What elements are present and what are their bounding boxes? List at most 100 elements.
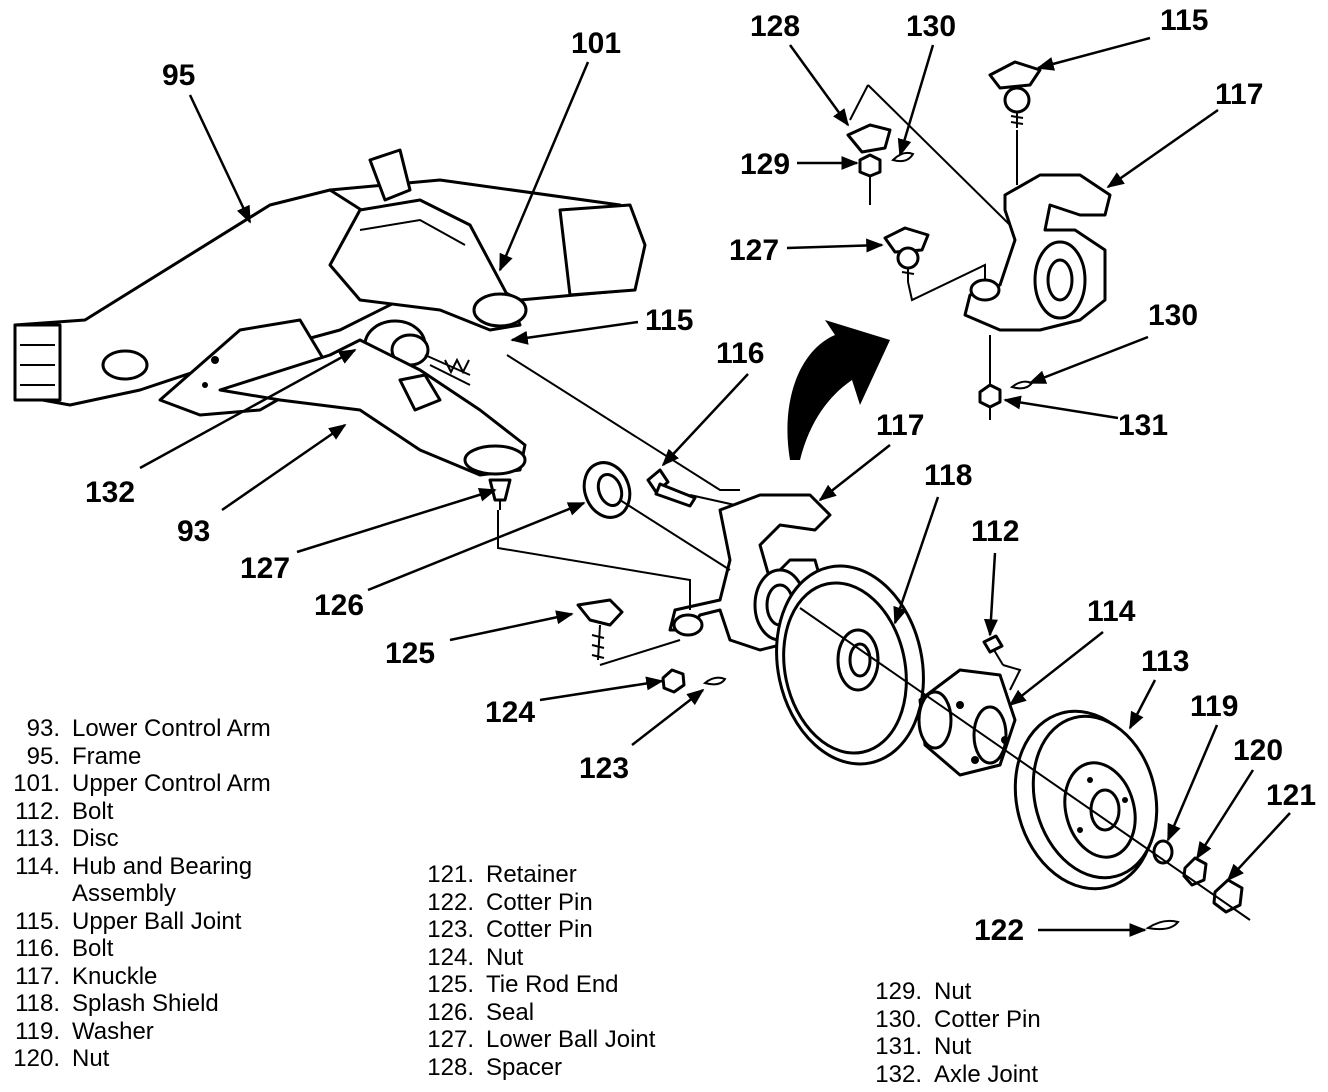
legend-item-label: Retainer [486,861,577,888]
legend-item: 118.Splash Shield [2,990,271,1018]
legend-item-number: 114. [15,852,60,880]
legend-item: Assembly [2,880,271,908]
legend-item-number: 127. [427,1026,474,1053]
legend-item-label: Cotter Pin [934,1005,1041,1033]
callout-132: 132 [85,476,135,509]
legend-item-number: 125. [427,971,474,998]
legend-item: 115. Upper Ball Joint [2,908,271,936]
legend-item-number: 130. [875,1005,922,1033]
legend-item: 95. Frame [2,743,271,771]
callout-127: 127 [240,552,290,585]
legend-item-number: 119. [15,1017,60,1045]
legend-item: 121. Retainer [422,861,655,889]
callout-123: 123 [579,752,629,785]
legend-item: 132. Axle Joint [870,1061,1041,1089]
legend-item-number: 120. [13,1045,60,1072]
hub-bearing-part [917,668,1017,777]
legend-item: 131. Nut [870,1033,1041,1061]
callout-116: 116 [716,337,764,370]
callout-126: 126 [314,589,364,622]
callout-122: 122 [974,914,1024,947]
legend-item-label: Disc [72,825,119,852]
legend-item-number: 115. [15,907,60,935]
legend-item-number: 121. [427,861,474,888]
upper-ball-joint-top-part [988,60,1042,128]
leader-lines [139,36,1291,937]
legend-item-number: 101. [13,770,60,797]
bolt-112-part [982,634,1004,666]
callout-129: 129 [740,148,790,181]
legend-item-number: 124. [427,943,474,971]
legend-item-number: 93. [26,715,60,742]
cotter-pin-123-part [702,676,727,686]
legend-item: 122.Cotter Pin [422,889,655,917]
legend-item: 129.Nut [870,978,1041,1006]
callout-128: 128 [750,10,800,43]
callout-101: 101 [571,27,621,60]
legend-item-label: Upper Ball Joint [72,907,242,935]
upper-control-arm-part [328,198,528,332]
callout-118: 118 [924,459,972,492]
legend-item: 128.Spacer [422,1054,655,1082]
callout-125: 125 [385,637,435,670]
lower-control-arm-part [218,338,527,477]
legend-item: 101. Upper Control Arm [2,770,271,798]
legend-item: 120. Nut [2,1045,271,1073]
legend-item-number: 95. [26,742,60,770]
legend-item-number: 123. [427,916,474,943]
retainer-part [1212,878,1244,914]
legend-item: 112. Bolt [2,798,271,826]
callout-121: 121 [1266,779,1316,812]
legend-item: 130. Cotter Pin [870,1005,1041,1034]
legend-item-label: Washer [72,1017,154,1045]
knuckle-upper-part [963,173,1112,332]
legend-item-label: Cotter Pin [486,916,593,943]
rotation-arrow-icon [787,320,890,460]
legend-item-number: 112. [15,797,60,825]
splash-shield-part [775,564,925,766]
legend-item-number: 118. [15,990,60,1017]
callout-130: 130 [906,10,956,43]
legend-item-label: Frame [72,742,142,770]
callout-95: 95 [162,59,195,92]
callout-117: 117 [876,409,924,442]
legend-item-number: 117. [15,962,60,990]
legend-item: 126.Seal [422,999,655,1027]
nut-131-part [978,383,1002,409]
nut-124-part [661,668,686,694]
callout-113: 113 [1141,645,1189,678]
legend-item-label: Nut [72,1045,110,1072]
legend-item-label: Tie Rod End [486,971,619,998]
legend-item-label: Upper Control Arm [72,770,271,797]
cotter-pin-130b-part [1009,380,1034,390]
legend-item-number: 113. [15,825,60,852]
legend-item-number: 131. [875,1033,922,1060]
legend-item-label: Axle Joint [934,1060,1039,1088]
seal-part [582,461,632,519]
nut-129-part [858,153,882,178]
legend-item: 93.Lower Control Arm [2,715,271,743]
legend-item-label: Nut [934,1033,972,1060]
callout-114: 114 [1087,595,1136,628]
legend-item: 119. Washer [2,1018,271,1046]
cotter-pin-130a-part [891,151,915,163]
callout-119: 119 [1190,690,1238,723]
lower-ball-joint-top-part [883,226,930,282]
legend-item: 114.Hub and Bearing [2,853,271,881]
legend-item-label: Bolt [72,797,114,825]
callout-labels: 95 101 115 132 93 127 126 125 124 123 11… [85,4,1316,947]
legend-item-number: 128. [427,1053,474,1081]
assembly-lines [497,84,1251,921]
legend-item: 123. Cotter Pin [422,916,655,944]
callout-115-top: 115 [1160,4,1208,37]
callout-115: 115 [645,304,693,337]
legend-item-number: 132. [875,1060,922,1088]
callout-112: 112 [971,515,1019,548]
legend-item: 117.Knuckle [2,963,271,991]
cotter-pin-122-part [1145,919,1180,931]
callout-131: 131 [1118,409,1168,442]
